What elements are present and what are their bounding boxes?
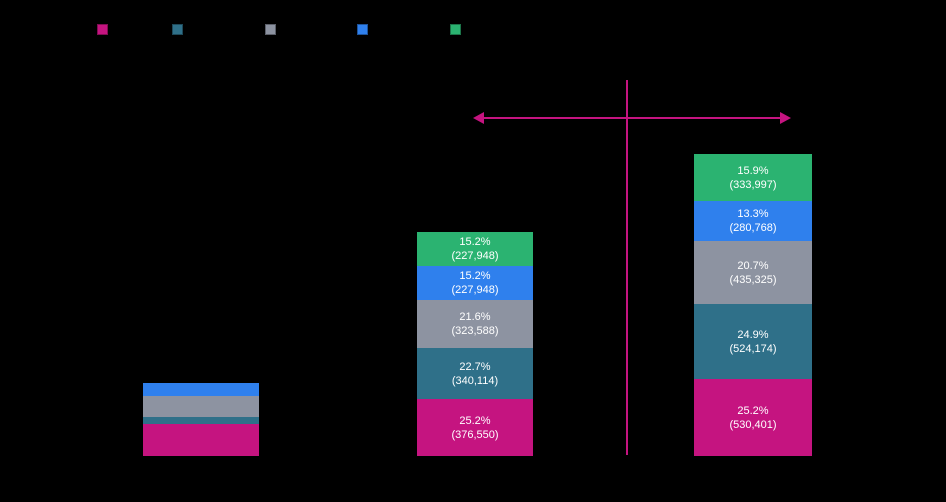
legend-swatch-teal[interactable] xyxy=(172,24,183,35)
bar-2-segment-blue[interactable]: 15.2% (227,948) xyxy=(417,266,533,300)
legend-swatch-magenta[interactable] xyxy=(97,24,108,35)
bar-3: 25.2%(530,401)24.9%(524,174)20.7%(435,32… xyxy=(694,154,812,456)
bar-3-segment-blue[interactable]: 13.3% (280,768) xyxy=(694,201,812,241)
segment-count-label: (524,174) xyxy=(729,342,777,355)
arrowhead-right-icon xyxy=(780,112,791,124)
segment-count-label: (227,948) xyxy=(451,284,499,296)
segment-percent-label: 15.2% xyxy=(459,270,491,282)
bar-1 xyxy=(143,383,259,456)
bar-1-segment-blue[interactable] xyxy=(143,383,259,396)
bar-2-segment-magenta[interactable]: 25.2%(376,550) xyxy=(417,399,533,456)
segment-percent-label: 22.7% xyxy=(459,360,491,373)
legend-swatch-green[interactable] xyxy=(450,24,461,35)
segment-percent-label: 15.2% xyxy=(459,236,491,248)
arrowhead-left-icon xyxy=(473,112,484,124)
bar-1-segment-magenta[interactable] xyxy=(143,424,259,456)
segment-count-label: (530,401) xyxy=(729,418,777,431)
segment-count-label: (435,325) xyxy=(729,273,777,286)
segment-percent-label: 15.9% xyxy=(737,164,769,177)
segment-percent-label: 24.9% xyxy=(737,328,769,341)
segment-count-label: (340,114) xyxy=(451,374,499,387)
legend-swatch-blue[interactable] xyxy=(357,24,368,35)
bar-3-segment-green[interactable]: 15.9%(333,997) xyxy=(694,154,812,201)
annotation-arrow-line xyxy=(481,117,783,119)
annotation-divider-line xyxy=(626,80,628,455)
segment-count-label: (227,948) xyxy=(451,250,499,262)
bar-3-segment-magenta[interactable]: 25.2%(530,401) xyxy=(694,379,812,456)
segment-count-label: (280,768) xyxy=(729,222,777,234)
bar-1-segment-teal[interactable] xyxy=(143,417,259,424)
segment-count-label: (333,997) xyxy=(729,178,777,191)
segment-percent-label: 25.2% xyxy=(459,414,491,427)
bar-2-segment-green[interactable]: 15.2% (227,948) xyxy=(417,232,533,266)
segment-percent-label: 13.3% xyxy=(737,208,769,220)
segment-count-label: (323,588) xyxy=(451,325,499,337)
bar-2: 25.2%(376,550)22.7%(340,114)21.6%(323,58… xyxy=(417,232,533,456)
bar-3-segment-teal[interactable]: 24.9%(524,174) xyxy=(694,304,812,379)
bar-2-segment-gray[interactable]: 21.6% (323,588) xyxy=(417,300,533,348)
segment-percent-label: 21.6% xyxy=(459,311,491,323)
legend-swatch-gray[interactable] xyxy=(265,24,276,35)
bar-1-segment-gray[interactable] xyxy=(143,396,259,417)
bar-2-segment-teal[interactable]: 22.7%(340,114) xyxy=(417,348,533,399)
segment-percent-label: 25.2% xyxy=(737,404,769,417)
bar-3-segment-gray[interactable]: 20.7%(435,325) xyxy=(694,241,812,304)
segment-count-label: (376,550) xyxy=(451,428,499,441)
segment-percent-label: 20.7% xyxy=(737,259,769,272)
